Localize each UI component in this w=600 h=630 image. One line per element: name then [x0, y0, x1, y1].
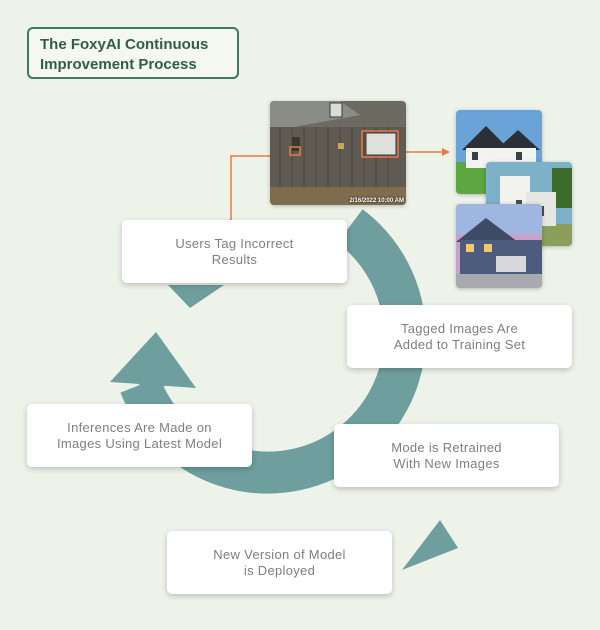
shed-illustration [270, 101, 406, 205]
step-tagged-added-line-1: Tagged Images Are [400, 320, 519, 336]
evening-house-illustration [456, 204, 542, 288]
annotation-arrowhead [442, 148, 450, 156]
cycle-arrowhead-left [110, 332, 196, 388]
step-retrained: Mode is Retrained With New Images [334, 424, 559, 487]
cycle-arrowhead-top [168, 285, 224, 308]
step-new-version-line-1: New Version of Model [213, 546, 346, 562]
step-inferences-line-2: Images Using Latest Model [56, 435, 223, 451]
step-tagged-added-line-2: Added to Training Set [393, 336, 526, 352]
title-line-2: Improvement Process [40, 56, 197, 73]
step-new-version: New Version of Model is Deployed [167, 531, 392, 594]
example-house-3 [456, 204, 542, 288]
photo-timestamp: 2/16/2022 10:00 AM [349, 198, 404, 204]
cycle-arrowhead-bottom [402, 520, 458, 570]
step-retrained-line-2: With New Images [393, 455, 500, 471]
step-retrained-line-1: Mode is Retrained [391, 439, 502, 455]
step-users-tag: Users Tag Incorrect Results [122, 220, 347, 283]
diagram-title: The FoxyAI Continuous Improvement Proces… [27, 27, 239, 79]
title-line-1: The FoxyAI Continuous [40, 36, 209, 53]
step-inferences: Inferences Are Made on Images Using Late… [27, 404, 252, 467]
step-new-version-line-2: is Deployed [243, 562, 316, 578]
step-inferences-line-1: Inferences Are Made on [67, 419, 212, 435]
step-users-tag-line-2: Results [211, 251, 258, 267]
tagged-photo: 2/16/2022 10:00 AM [270, 101, 406, 205]
step-tagged-added: Tagged Images Are Added to Training Set [347, 305, 572, 368]
step-users-tag-line-1: Users Tag Incorrect [175, 235, 294, 251]
